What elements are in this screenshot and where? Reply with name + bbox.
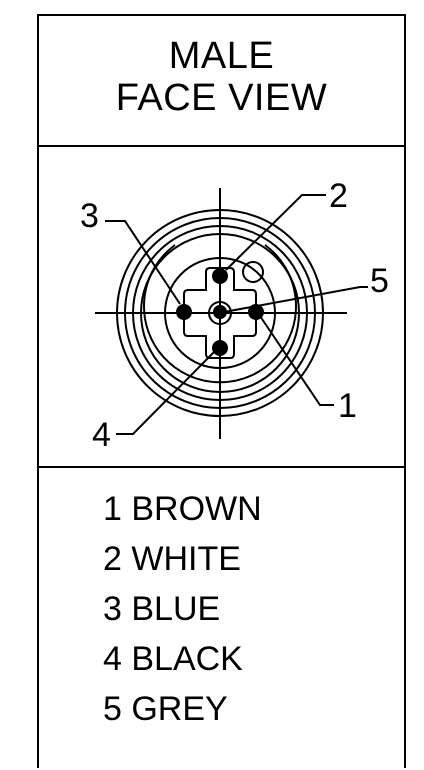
- coding-key-arc: [143, 244, 297, 384]
- pin-2-dot: [212, 268, 228, 284]
- leader-pin-1: [259, 315, 334, 406]
- leader-pin-5: [223, 286, 368, 313]
- pin-label-3: 3: [80, 197, 99, 235]
- cross-insert: [183, 267, 257, 359]
- connector-pinout-sheet: MALE FACE VIEW: [37, 14, 406, 768]
- leader-pin-3: [105, 220, 181, 305]
- pin-label-5: 5: [370, 262, 389, 300]
- pin-3-dot: [176, 304, 192, 320]
- legend-item: 3 BLUE: [103, 590, 221, 628]
- pin-label-4: 4: [92, 416, 111, 454]
- outer-ring-1: [116, 209, 324, 417]
- leader-pin-4: [116, 349, 217, 435]
- legend-item: 4 BLACK: [103, 640, 243, 678]
- outer-ring-2: [124, 217, 316, 409]
- outer-ring-3: [132, 225, 308, 401]
- pin-label-2: 2: [329, 177, 348, 215]
- pin-1-dot: [248, 304, 264, 320]
- legend-item: 2 WHITE: [103, 540, 241, 578]
- legend-item: 5 GREY: [103, 690, 228, 728]
- pin-4-dot: [212, 340, 228, 356]
- pin-label-1: 1: [338, 387, 357, 425]
- pin-5-dot: [213, 305, 227, 319]
- legend-item: 1 BROWN: [103, 490, 262, 528]
- centre-socket-ring: [208, 301, 232, 325]
- leader-pin-2: [225, 194, 326, 271]
- title-panel: MALE FACE VIEW: [39, 16, 404, 147]
- connector-face-panel: 3 2 5 1 4: [39, 147, 404, 468]
- wire-color-legend: 1 BROWN 2 WHITE 3 BLUE 4 BLACK 5 GREY: [103, 484, 262, 734]
- outer-ring-4: [140, 233, 300, 393]
- title-line-1: MALE: [168, 34, 275, 77]
- insert-ring: [164, 257, 276, 369]
- title-line-2: FACE VIEW: [115, 76, 328, 119]
- key-notch: [242, 261, 264, 283]
